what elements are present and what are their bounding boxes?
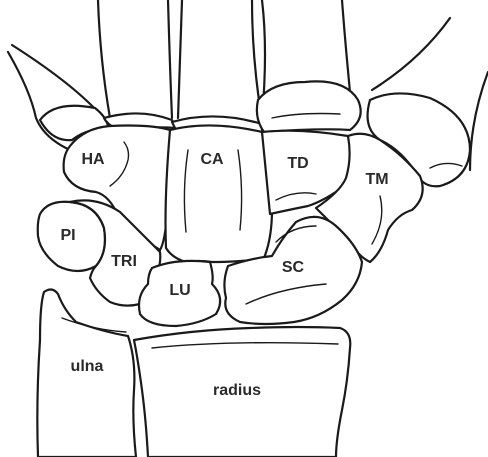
metacarpal-5-ulnar-edge: [12, 45, 98, 112]
metacarpal-2-base: [257, 81, 361, 132]
metacarpal-4-left: [98, 0, 110, 118]
label-radius: radius: [213, 382, 261, 399]
label-trapezium: TM: [365, 171, 388, 188]
label-lunate: LU: [169, 282, 190, 299]
metacarpal-2-right: [342, 0, 350, 92]
metacarpal-4-right: [168, 0, 172, 118]
metacarpal-1-right: [470, 72, 488, 170]
label-scaphoid: SC: [282, 259, 305, 276]
metacarpal-1-left: [372, 18, 450, 90]
label-hamate: HA: [81, 151, 105, 168]
label-ulna: ulna: [71, 358, 104, 375]
label-triquetrum: TRI: [111, 253, 137, 270]
label-pisiform: PI: [60, 227, 75, 244]
capitate-bone: [166, 125, 273, 262]
label-capitate: CA: [200, 151, 224, 168]
label-trapezoid: TD: [287, 155, 308, 172]
metacarpal-3-left: [178, 0, 182, 118]
